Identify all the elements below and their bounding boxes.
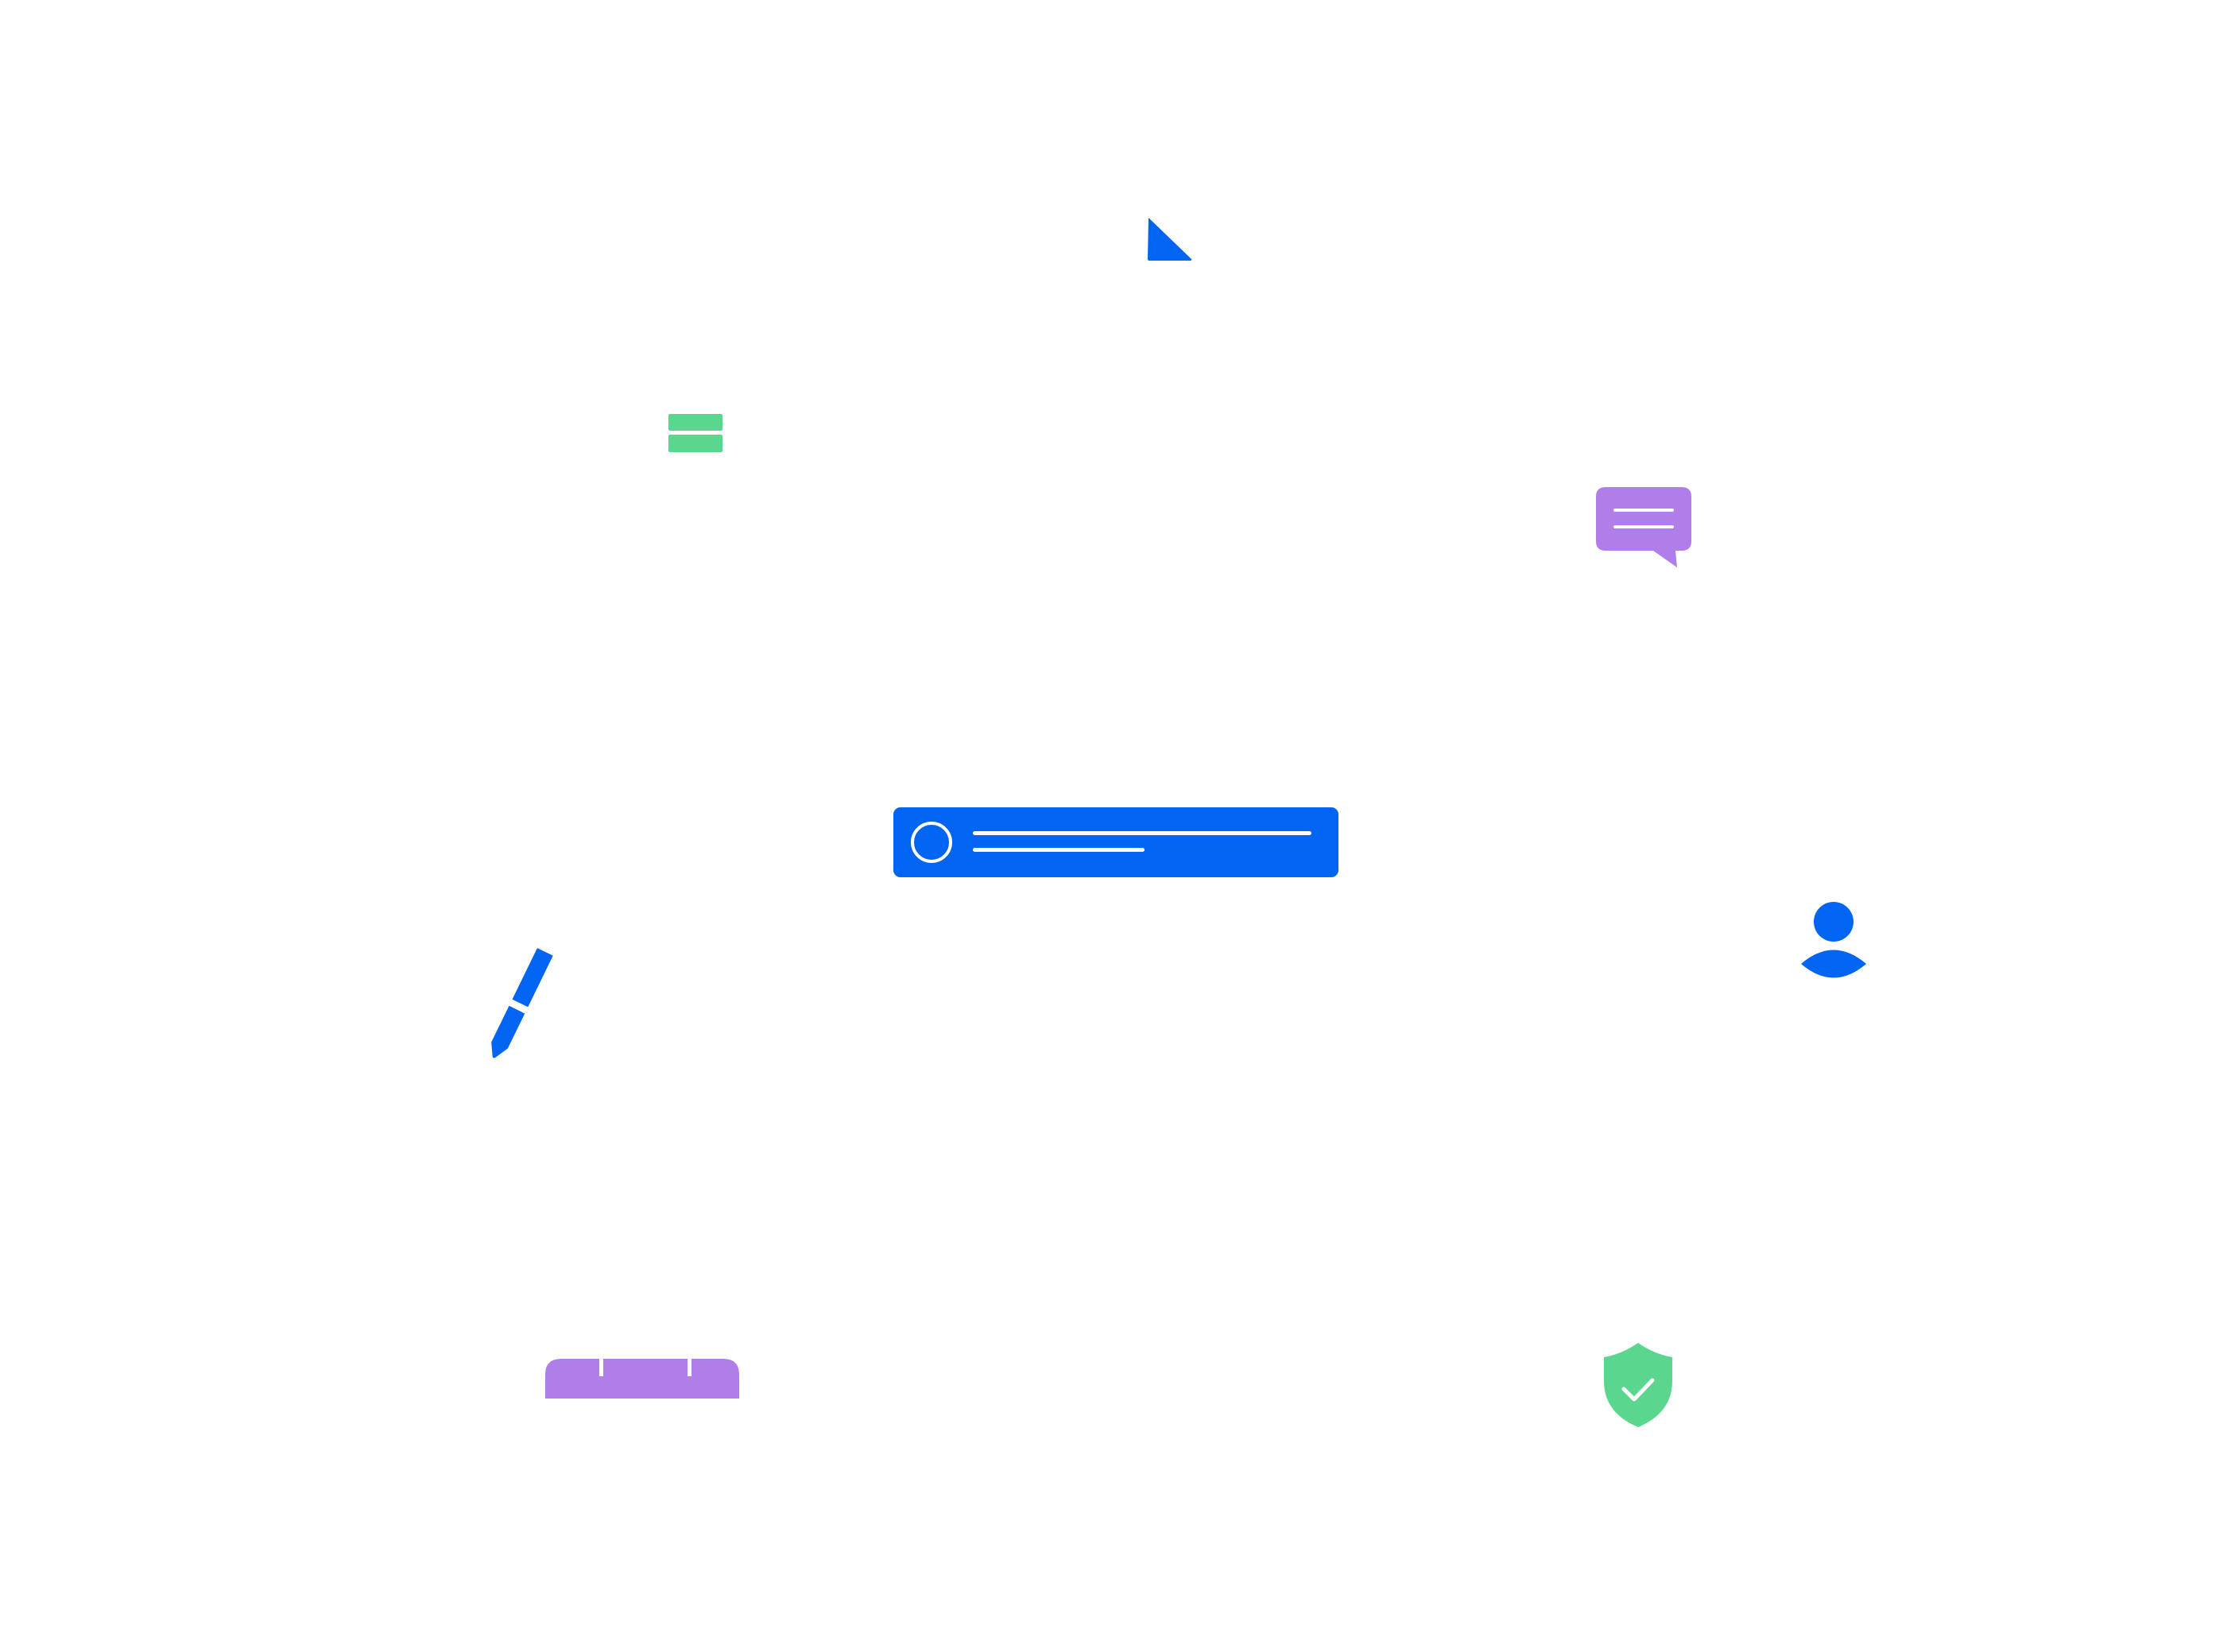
- tray-notch-right: [688, 1359, 691, 1376]
- card-line-long: [973, 831, 1311, 835]
- user-body: [1801, 950, 1866, 978]
- chat-line-1: [1613, 509, 1674, 512]
- pen-cap: [512, 948, 553, 1008]
- tray-shape: [545, 1359, 739, 1399]
- tray-notch-left: [599, 1359, 603, 1376]
- shield-checkmark: [1621, 1378, 1655, 1402]
- pen-icon: [486, 947, 553, 1060]
- card-line-short: [973, 848, 1145, 852]
- triangle-shape: [1148, 218, 1192, 261]
- shield-check-icon: [1602, 1343, 1674, 1427]
- list-item-card: [893, 807, 1338, 877]
- triangle-flag-icon: [1147, 216, 1193, 262]
- user-head: [1814, 902, 1853, 942]
- stacked-bar-top: [668, 414, 722, 431]
- user-avatar-icon: [1799, 901, 1868, 979]
- card-radio-circle: [911, 822, 952, 863]
- chat-bubble-icon: [1596, 487, 1691, 568]
- chat-line-2: [1613, 525, 1674, 528]
- stacked-bars-icon: [668, 414, 722, 452]
- tray-icon: [545, 1359, 739, 1399]
- shield-shape: [1604, 1343, 1672, 1427]
- card-background: [893, 807, 1338, 877]
- stacked-bar-bottom: [668, 435, 722, 452]
- pen-body: [491, 1005, 525, 1058]
